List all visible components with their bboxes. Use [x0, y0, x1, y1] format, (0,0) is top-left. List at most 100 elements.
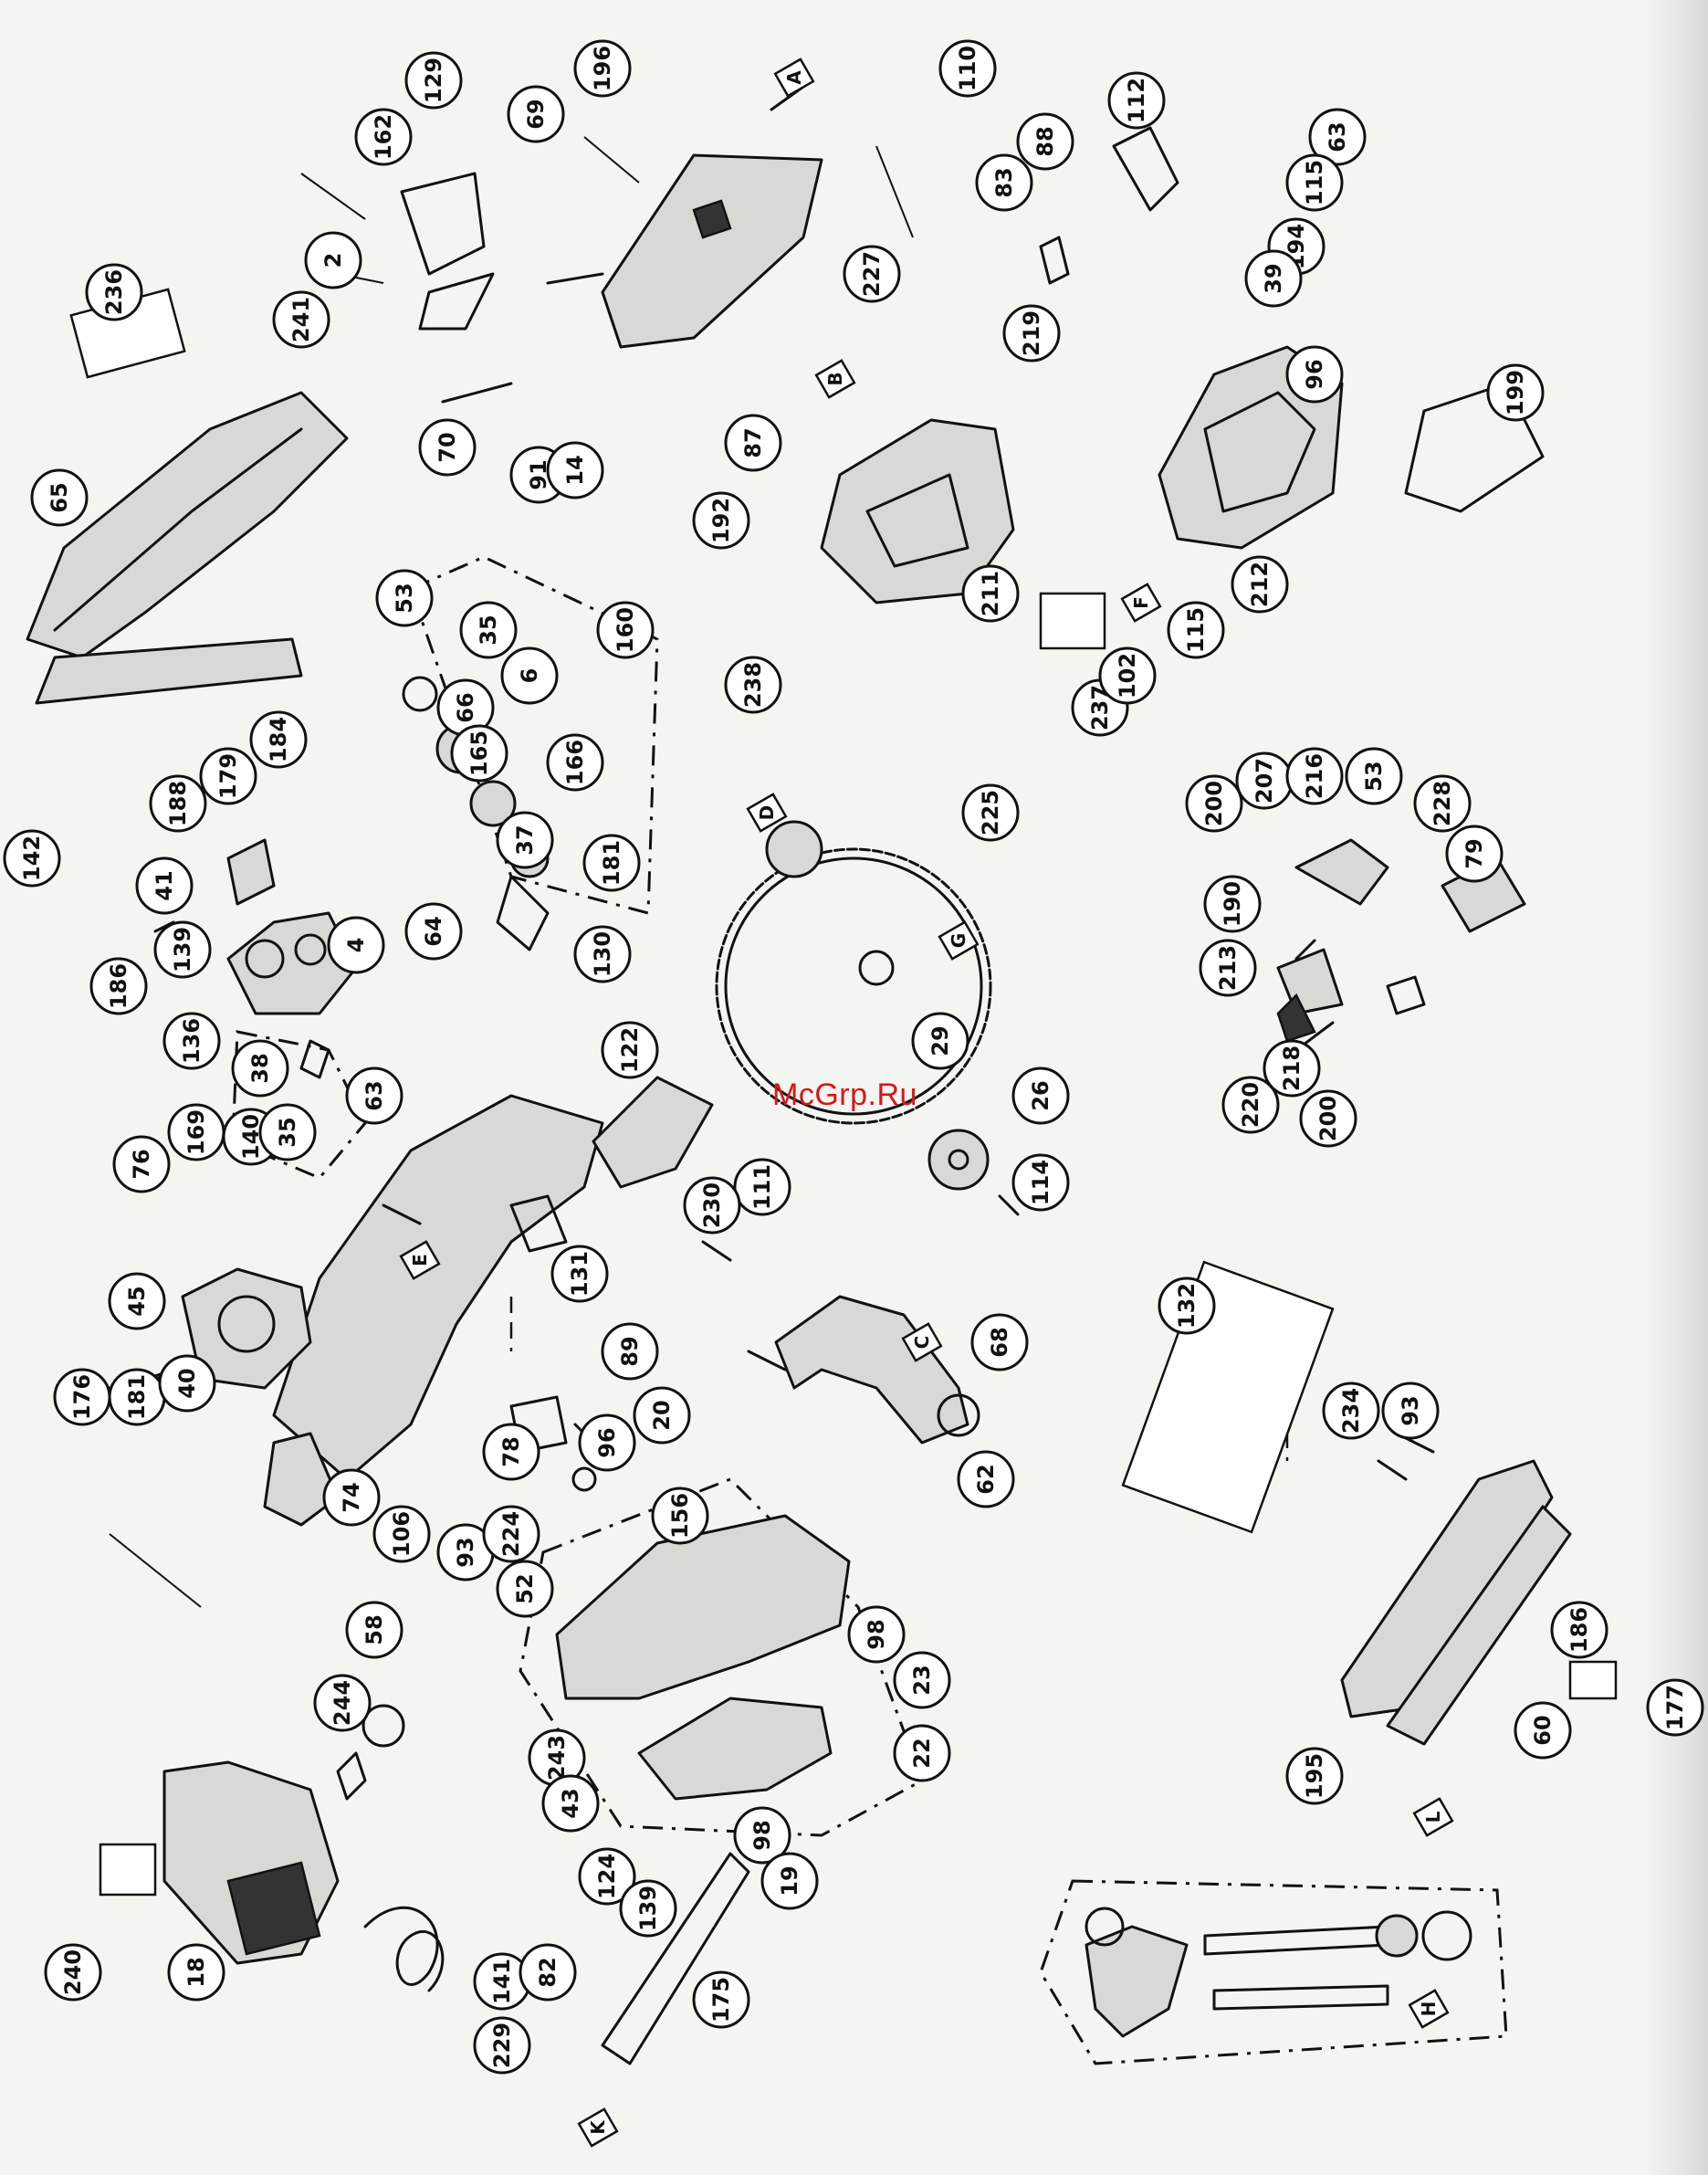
- callout-63: 63: [1308, 108, 1367, 166]
- callout-circle: [961, 564, 1020, 623]
- callout-number: 132: [1174, 1283, 1200, 1329]
- callout-number: 156: [667, 1493, 693, 1539]
- callout-number: 179: [215, 753, 241, 799]
- callout-number: 60: [1530, 1715, 1556, 1745]
- callout-circle: [322, 1468, 381, 1527]
- callout-circle: [1285, 1747, 1344, 1805]
- callout-number: 160: [613, 607, 638, 653]
- callout-number: 111: [749, 1164, 775, 1210]
- gear-box-assembly: [153, 838, 358, 1079]
- callout-circle: [1185, 774, 1243, 833]
- callout-236: 236: [85, 263, 143, 321]
- callout-circle: [619, 1879, 677, 1938]
- callout-96b: 96: [578, 1413, 636, 1472]
- callout-number: 20: [649, 1400, 675, 1430]
- callout-circle: [375, 569, 434, 627]
- callout-130: 130: [573, 925, 632, 983]
- callout-number: 112: [1124, 78, 1149, 123]
- callout-184: 184: [249, 710, 308, 769]
- callout-number: 69: [523, 99, 549, 129]
- callout-156: 156: [651, 1487, 709, 1545]
- callout-circle: [692, 491, 750, 550]
- tag-B: B: [814, 359, 856, 399]
- callout-number: 29: [927, 1025, 953, 1056]
- callout-number: 65: [47, 482, 72, 512]
- callout-234: 234: [1322, 1382, 1380, 1440]
- callout-circle: [500, 646, 559, 705]
- callout-number: 141: [489, 1959, 515, 2004]
- callout-circle: [596, 601, 655, 659]
- callout-74: 74: [322, 1468, 381, 1527]
- tag-letter: D: [756, 805, 778, 821]
- callout-number: 230: [699, 1182, 725, 1228]
- callout-circle: [893, 1651, 951, 1709]
- callout-224: 224: [482, 1505, 540, 1563]
- callout-number: 244: [330, 1680, 355, 1726]
- callout-98: 98: [847, 1605, 906, 1664]
- callout-40: 40: [158, 1354, 216, 1413]
- callout-number: 93: [453, 1537, 478, 1567]
- callout-number: 162: [371, 114, 396, 160]
- callout-58: 58: [345, 1601, 403, 1659]
- callout-83: 83: [975, 153, 1033, 212]
- callout-number: 186: [1567, 1607, 1592, 1653]
- callout-circle: [1381, 1382, 1440, 1440]
- callout-199: 199: [1486, 363, 1545, 422]
- callout-136: 136: [162, 1012, 221, 1070]
- callout-196: 196: [573, 39, 632, 98]
- callout-139: 139: [153, 920, 212, 979]
- callout-number: 39: [1261, 263, 1286, 293]
- callout-number: 45: [124, 1286, 150, 1316]
- callout-93b: 93: [1381, 1382, 1440, 1440]
- callout-circle: [149, 774, 207, 833]
- callout-230: 230: [683, 1176, 741, 1235]
- tag-G: G: [938, 920, 980, 961]
- callout-circle: [847, 1605, 906, 1664]
- tag-letter: H: [1418, 2002, 1440, 2017]
- callout-circle: [1158, 1277, 1216, 1335]
- callout-circle: [1322, 1382, 1380, 1440]
- carry-handle: [701, 1240, 980, 1445]
- tag-letter: L: [1422, 1811, 1444, 1823]
- callout-circle: [1221, 1076, 1280, 1134]
- callout-142: 142: [3, 829, 61, 888]
- callout-circle: [541, 1774, 600, 1833]
- tag-letter: E: [409, 1254, 431, 1266]
- callout-circle: [1011, 1066, 1070, 1125]
- callout-228: 228: [1413, 774, 1472, 833]
- callout-circle: [550, 1245, 609, 1303]
- callout-circle: [1345, 747, 1403, 805]
- callout-number: 165: [466, 730, 492, 776]
- callout-53: 53: [375, 569, 434, 627]
- callout-number: 110: [955, 46, 980, 91]
- callout-circle: [258, 1103, 317, 1161]
- callout-circle: [911, 1012, 969, 1070]
- callout-number: 176: [69, 1374, 95, 1420]
- callout-number: 19: [777, 1865, 802, 1896]
- callout-190: 190: [1203, 875, 1262, 933]
- callout-circle: [1002, 304, 1061, 362]
- callout-circle: [108, 1272, 166, 1330]
- scan-edge-shadow: [1644, 0, 1708, 2175]
- callout-number: 229: [489, 2023, 515, 2068]
- callout-177: 177: [1646, 1678, 1704, 1737]
- callout-number: 96: [1302, 359, 1327, 389]
- callout-number: 122: [617, 1027, 643, 1073]
- callout-132: 132: [1158, 1277, 1216, 1335]
- upper-guard-cover: [820, 126, 1545, 650]
- tag-C: C: [901, 1322, 943, 1362]
- callout-circle: [135, 856, 194, 915]
- callout-circle: [327, 916, 385, 974]
- callout-number: 195: [1302, 1753, 1327, 1799]
- callout-circle: [372, 1505, 431, 1563]
- callout-63b: 63: [345, 1066, 403, 1125]
- callout-circle: [1199, 939, 1257, 997]
- callout-number: 240: [60, 1949, 86, 1995]
- tag-D: D: [746, 793, 788, 833]
- callout-175: 175: [692, 1970, 750, 2029]
- callout-circle: [724, 656, 782, 714]
- callout-181b: 181: [108, 1368, 166, 1426]
- callout-229: 229: [473, 2016, 531, 2075]
- callout-number: 93: [1398, 1395, 1423, 1425]
